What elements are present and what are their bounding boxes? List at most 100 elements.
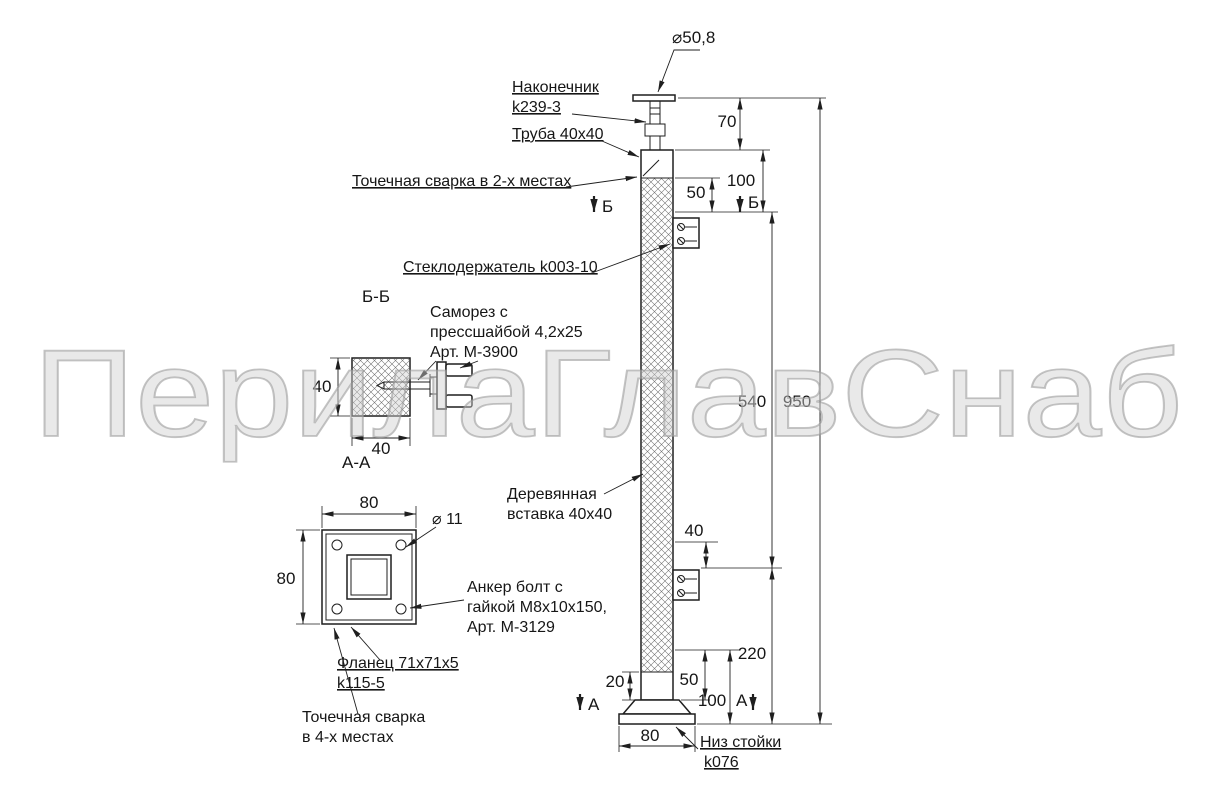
wood-label-2: вставка 40x40 <box>507 506 612 523</box>
dim-40-mid: 40 <box>685 521 704 540</box>
dim-80-base: 80 <box>641 726 660 745</box>
screw-label-2: прессшайбой 4,2x25 <box>430 324 583 341</box>
section-mark-a-right: А <box>736 691 757 710</box>
section-mark-label: А <box>588 695 600 714</box>
post-base <box>618 699 696 725</box>
spot-weld-4-label-1: Точечная сварка <box>302 709 425 726</box>
leader <box>603 473 644 495</box>
section-mark-label: А <box>736 691 748 710</box>
dim-950: 950 <box>783 392 811 411</box>
wood-label-1: Деревянная <box>507 486 597 503</box>
section-view-aa: А-А 80 80 ⌀ 11 <box>277 453 463 625</box>
wood-section-outline <box>351 357 411 417</box>
tube-detail-lines <box>641 159 673 673</box>
holder-body <box>672 569 700 601</box>
leader <box>571 113 647 124</box>
tube-section-outline <box>346 554 392 600</box>
dim-bb-40-bottom: 40 <box>372 439 391 458</box>
leader <box>333 627 359 715</box>
anchor-label-1: Анкер болт с <box>467 579 563 596</box>
extension-lines <box>618 97 832 752</box>
flange-inner-edge <box>325 533 413 621</box>
screw-detail <box>375 374 438 397</box>
anchor-label-2: гайкой М8х10х150, <box>467 599 607 616</box>
callout-tip: Наконечник k239-3 <box>512 79 647 124</box>
spot-weld-4-label-2: в 4-х местах <box>302 729 394 746</box>
dim-20: 20 <box>606 672 625 691</box>
dim-100-bottom: 100 <box>698 691 726 710</box>
bottom-part-label-1: Низ стойки <box>700 734 781 751</box>
leader <box>409 599 465 609</box>
section-mark-label: Б <box>748 193 759 212</box>
bolt-hole <box>395 603 407 615</box>
hole-diameter-label: ⌀ 11 <box>432 511 463 528</box>
spot-weld-2-label: Точечная сварка в 2-х местах <box>352 173 571 190</box>
leader <box>657 49 700 93</box>
leader <box>565 176 638 188</box>
base-cone <box>621 699 693 715</box>
post-tip-nut <box>644 123 666 137</box>
dim-50-top: 50 <box>687 183 706 202</box>
callout-flange: Фланец 71x71x5 k115-5 <box>337 626 459 692</box>
tip-part-label: k239-3 <box>512 99 561 116</box>
callout-diameter-top: ⌀50,8 <box>657 28 715 93</box>
tube-label: Труба 40x40 <box>512 126 604 143</box>
section-mark-a-left: А <box>576 694 600 714</box>
dim-aa-80-left: 80 <box>277 569 296 588</box>
bottom-part-label-2: k076 <box>704 754 739 771</box>
bolt-hole <box>331 539 343 551</box>
holder-body <box>672 217 700 249</box>
flange-label-2: k115-5 <box>337 675 385 692</box>
dimensions-right: 70 100 50 540 950 40 220 100 50 20 80 <box>606 97 832 752</box>
watermark: ПерилаГлавСнаб <box>33 325 1183 463</box>
section-view-bb: Б-Б 40 40 <box>313 287 473 458</box>
section-mark-label: Б <box>602 197 613 216</box>
post-cap-plate <box>632 94 676 102</box>
callout-wood-insert: Деревянная вставка 40x40 <box>507 473 644 523</box>
dim-50-bottom: 50 <box>680 670 699 689</box>
flange-label-1: Фланец 71x71x5 <box>337 655 459 672</box>
section-title-aa: А-А <box>342 453 371 472</box>
section-mark-b-right: Б <box>736 193 759 212</box>
callout-anchor-bolt: Анкер болт с гайкой М8х10х150, Арт. М-31… <box>409 579 607 636</box>
dim-540: 540 <box>738 392 766 411</box>
tube-section-inner <box>350 558 388 596</box>
wood-insert-hatch <box>642 178 672 672</box>
screw-shaft <box>375 381 430 390</box>
callout-spot-weld-2: Точечная сварка в 2-х местах <box>352 173 638 190</box>
dim-100-top: 100 <box>727 171 755 190</box>
callout-tube: Труба 40x40 <box>512 126 640 158</box>
anchor-label-3: Арт. М-3129 <box>467 619 555 636</box>
dim-220: 220 <box>738 644 766 663</box>
callout-spot-weld-4: Точечная сварка в 4-х местах <box>302 627 425 746</box>
leader <box>588 243 671 275</box>
holder-details <box>678 576 697 596</box>
leader <box>675 726 699 750</box>
base-plate <box>618 713 696 725</box>
post-assembly <box>618 94 700 725</box>
leader <box>417 360 437 381</box>
callout-bottom-part: Низ стойки k076 <box>675 726 781 771</box>
callout-screw: Саморез с прессшайбой 4,2x25 Арт. М-3900 <box>417 304 583 381</box>
bolt-hole <box>331 603 343 615</box>
dim-bb-40-left: 40 <box>313 377 332 396</box>
section-mark-b-left: Б <box>590 196 613 216</box>
clamp-plate-bottom <box>445 394 473 408</box>
leader <box>350 626 381 661</box>
leader <box>459 360 479 369</box>
tip-name-label: Наконечник <box>512 79 600 96</box>
extension-lines <box>296 506 417 625</box>
leader <box>601 140 640 158</box>
screw-label-1: Саморез с <box>430 304 508 321</box>
clamp-back <box>436 361 447 410</box>
diameter-top-label: ⌀50,8 <box>672 28 715 47</box>
glass-holder-label: Стеклодержатель k003-10 <box>403 259 598 276</box>
holder-details <box>678 224 697 244</box>
bolt-hole <box>395 539 407 551</box>
callout-glass-holder: Стеклодержатель k003-10 <box>403 243 671 276</box>
screw-label-3: Арт. М-3900 <box>430 344 518 361</box>
section-title-bb: Б-Б <box>362 287 390 306</box>
hole-leader <box>405 526 437 548</box>
